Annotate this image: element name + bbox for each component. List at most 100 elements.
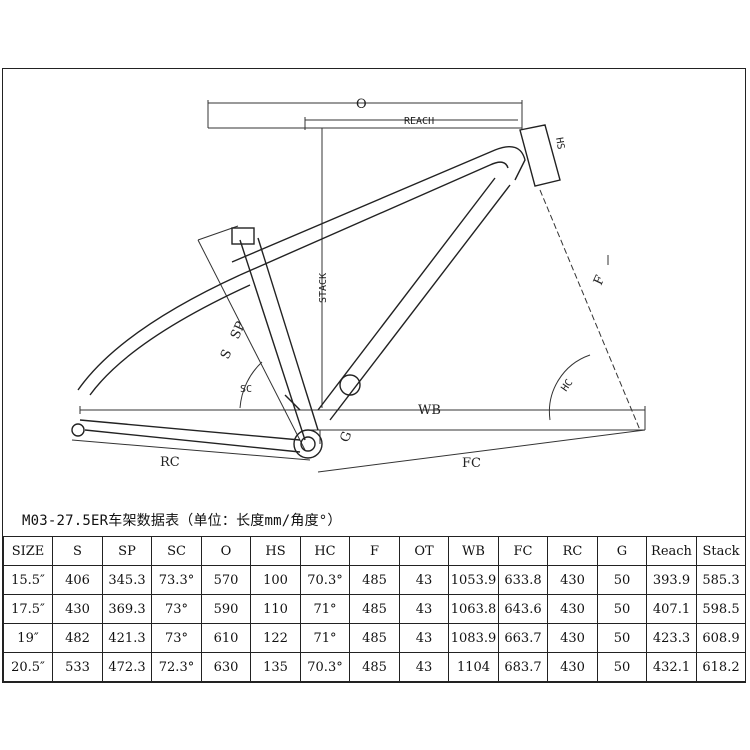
table-cell: 71° <box>300 594 350 624</box>
table-cell: 598.5 <box>696 594 746 624</box>
table-cell: 421.3 <box>102 623 152 653</box>
table-cell: 432.1 <box>646 652 697 682</box>
table-cell: 1083.9 <box>448 623 499 653</box>
table-cell: 20.5″ <box>3 652 53 682</box>
label-g: G <box>338 429 356 444</box>
header-cell: Reach <box>646 536 697 566</box>
table-cell: 43 <box>399 652 449 682</box>
table-cell: 423.3 <box>646 623 697 653</box>
header-cell: O <box>201 536 251 566</box>
table-title: M03-27.5ER车架数据表（单位：长度mm/角度°） <box>22 513 342 529</box>
table-cell: 100 <box>250 565 301 595</box>
table-cell: 643.6 <box>498 594 548 624</box>
table-cell: 485 <box>349 652 400 682</box>
table-cell: 1104 <box>448 652 499 682</box>
label-o: O <box>356 97 367 112</box>
dim-arc-sc <box>239 361 263 409</box>
table-cell: 73.3° <box>151 565 202 595</box>
table-cell: 15.5″ <box>3 565 53 595</box>
table-cell: 683.7 <box>498 652 548 682</box>
table-cell: 610 <box>201 623 251 653</box>
table-cell: 369.3 <box>102 594 152 624</box>
bike-frame <box>71 124 561 459</box>
table-cell: 485 <box>349 565 400 595</box>
table-cell: 135 <box>250 652 301 682</box>
label-s: S <box>218 347 235 361</box>
table-cell: 345.3 <box>102 565 152 595</box>
label-f: F <box>591 273 608 288</box>
header-cell: G <box>597 536 647 566</box>
table-cell: 43 <box>399 594 449 624</box>
table-cell: 50 <box>597 623 647 653</box>
header-cell: WB <box>448 536 499 566</box>
table-cell: 570 <box>201 565 251 595</box>
header-cell: RC <box>547 536 598 566</box>
table-cell: 72.3° <box>151 652 202 682</box>
fork-axis-line <box>539 189 641 431</box>
drawing-border <box>2 68 746 683</box>
table-cell: 430 <box>547 652 598 682</box>
table-cell: 430 <box>547 594 598 624</box>
table-cell: 19″ <box>3 623 53 653</box>
table-cell: 407.1 <box>646 594 697 624</box>
header-cell: S <box>52 536 103 566</box>
table-cell: 50 <box>597 594 647 624</box>
table-cell: 472.3 <box>102 652 152 682</box>
table-cell: 70.3° <box>300 565 350 595</box>
table-cell: 430 <box>547 565 598 595</box>
table-cell: 50 <box>597 652 647 682</box>
header-cell: F <box>349 536 400 566</box>
table-cell: 17.5″ <box>3 594 53 624</box>
table-cell: 608.9 <box>696 623 746 653</box>
label-reach: REACH <box>404 116 434 127</box>
table-cell: 406 <box>52 565 103 595</box>
table-cell: 430 <box>547 623 598 653</box>
header-cell: HS <box>250 536 301 566</box>
label-fc: FC <box>462 456 481 471</box>
table-cell: 633.8 <box>498 565 548 595</box>
table-cell: 110 <box>250 594 301 624</box>
table-cell: 73° <box>151 594 202 624</box>
header-cell: OT <box>399 536 449 566</box>
table-cell: 70.3° <box>300 652 350 682</box>
table-cell: 630 <box>201 652 251 682</box>
header-cell: FC <box>498 536 548 566</box>
table-cell: 485 <box>349 623 400 653</box>
table-cell: 73° <box>151 623 202 653</box>
table-cell: 485 <box>349 594 400 624</box>
label-hc: HC <box>559 378 575 394</box>
table-cell: 50 <box>597 565 647 595</box>
table-cell: 1063.8 <box>448 594 499 624</box>
dim-line-fc <box>317 429 646 473</box>
table-cell: 482 <box>52 623 103 653</box>
label-hs: HS <box>553 137 566 151</box>
header-cell: SC <box>151 536 202 566</box>
table-cell: 590 <box>201 594 251 624</box>
table-cell: 618.2 <box>696 652 746 682</box>
header-cell: SIZE <box>3 536 53 566</box>
table-cell: 122 <box>250 623 301 653</box>
table-cell: 663.7 <box>498 623 548 653</box>
header-cell: Stack <box>696 536 746 566</box>
table-cell: 533 <box>52 652 103 682</box>
table-cell: 71° <box>300 623 350 653</box>
label-rc: RC <box>160 455 180 470</box>
label-sc: SC <box>240 384 252 395</box>
label-wb: WB <box>418 403 441 418</box>
table-cell: 585.3 <box>696 565 746 595</box>
geometry-table: SIZE S SP SC O HS HC F OT WB FC RC G Rea… <box>3 536 746 682</box>
header-cell: SP <box>102 536 152 566</box>
table-header-row: SIZE S SP SC O HS HC F OT WB FC RC G Rea… <box>3 536 746 566</box>
table-cell: 393.9 <box>646 565 697 595</box>
header-cell: HC <box>300 536 350 566</box>
table-cell: 1053.9 <box>448 565 499 595</box>
dim-line-rc <box>71 439 311 461</box>
label-stack: STACK <box>318 273 329 303</box>
table-cell: 430 <box>52 594 103 624</box>
label-sp: SP <box>228 319 249 342</box>
